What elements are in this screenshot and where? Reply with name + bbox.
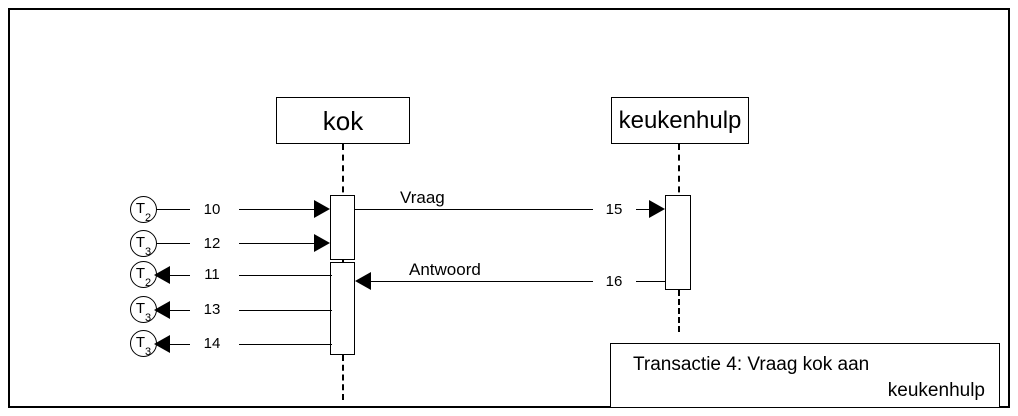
arrowhead-11	[154, 266, 170, 284]
step-number-11: 11	[204, 266, 220, 283]
connector-10-left	[157, 209, 190, 210]
step-number-14: 14	[203, 335, 221, 352]
connector-11-right	[239, 275, 332, 276]
connector-13-left	[170, 310, 190, 311]
actor-node-t2-a: T2	[130, 196, 157, 224]
step-number-12: 12	[203, 235, 221, 252]
activation-keukenhulp	[665, 195, 691, 290]
actor-label-t2-a: T2	[135, 199, 152, 224]
arrowhead-13	[154, 301, 170, 319]
step-number-15: 15	[605, 201, 623, 218]
arrowhead-12	[314, 234, 330, 252]
lifeline-dash-keukenhulp-bottom	[678, 290, 680, 332]
lifeline-header-kok: kok	[276, 97, 410, 144]
diagram-frame: kok keukenhulp T2 T3 T2 T3 T3	[8, 8, 1010, 408]
connector-12-left	[157, 243, 190, 244]
lifeline-dash-kok	[342, 144, 344, 203]
lifeline-header-keukenhulp: keukenhulp	[611, 97, 749, 144]
message-line-vraag	[355, 209, 593, 210]
connector-12-right	[239, 243, 316, 244]
connector-16	[636, 281, 666, 282]
arrowhead-antwoord	[355, 272, 371, 290]
actor-label-t3-c: T3	[135, 333, 152, 358]
actor-label-t3-a: T3	[135, 233, 152, 258]
actor-node-t3-a: T3	[130, 230, 157, 258]
connector-14-right	[239, 344, 332, 345]
arrowhead-10	[314, 200, 330, 218]
caption-line-1: Transactie 4: Vraag kok aan	[633, 354, 870, 375]
step-number-16: 16	[605, 273, 623, 290]
lifeline-label-keukenhulp: keukenhulp	[618, 106, 742, 134]
lifeline-dash-kok-bottom	[342, 355, 344, 400]
activation-kok-upper	[330, 195, 355, 260]
caption-line-2: keukenhulp	[887, 379, 985, 401]
arrowhead-15	[649, 200, 665, 218]
connector-14-left	[170, 344, 190, 345]
lifeline-dash-keukenhulp	[678, 144, 680, 203]
lifeline-label-kok: kok	[322, 105, 364, 136]
actor-label-t2-b: T2	[135, 264, 152, 289]
actor-node-t3-c: T3	[130, 330, 157, 358]
caption-box: Transactie 4: Vraag kok aan keukenhulp	[610, 343, 1000, 408]
actor-node-t3-b: T3	[130, 296, 157, 324]
arrowhead-14	[154, 335, 170, 353]
message-line-antwoord	[371, 281, 593, 282]
step-number-10: 10	[203, 201, 221, 218]
actor-label-t3-b: T3	[135, 299, 152, 324]
actor-node-t2-b: T2	[130, 261, 157, 289]
step-number-13: 13	[203, 301, 221, 318]
message-label-antwoord: Antwoord	[409, 260, 481, 279]
connector-11-left	[170, 275, 190, 276]
message-label-vraag: Vraag	[400, 188, 445, 207]
connector-10-right	[239, 209, 316, 210]
connector-13-right	[239, 310, 332, 311]
connector-15	[636, 209, 650, 210]
activation-kok-lower	[330, 262, 355, 355]
